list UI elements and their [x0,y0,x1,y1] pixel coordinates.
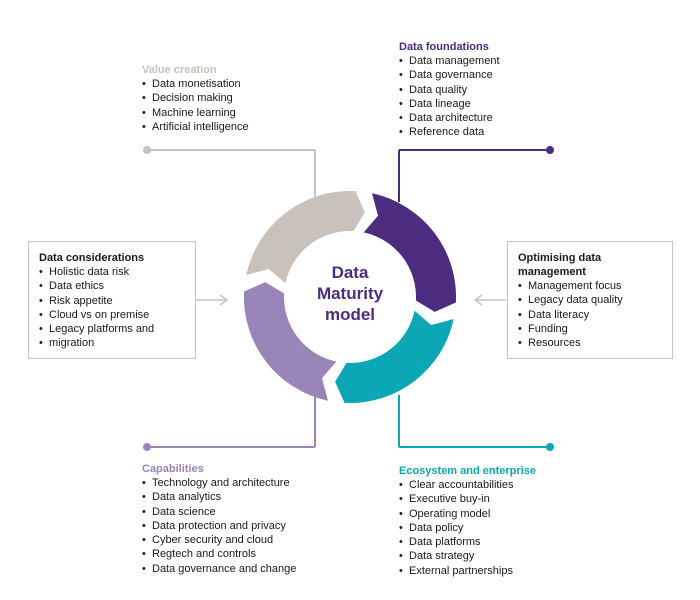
list-item: Data literacy [518,308,623,323]
list-item: Data governance and change [142,562,296,577]
list-item: Data quality [399,83,500,98]
right-arrow-icon [473,294,506,306]
optimising-data-management-section: Optimising data management Management fo… [518,251,623,351]
data-foundations-connector [398,146,554,202]
left-arrow-icon [196,294,229,306]
list-item: Cyber security and cloud [142,533,296,548]
data-considerations-title: Data considerations [39,252,145,264]
list-item: Clear accountabilities [399,478,536,493]
capabilities-segment [243,282,337,401]
list-item: Machine learning [142,106,249,121]
list-item: Funding [518,322,623,337]
list-item: Executive buy-in [399,492,536,507]
list-item: Artificial intelligence [142,120,249,135]
capabilities-title: Capabilities [142,463,204,475]
list-item: Data architecture [399,111,500,126]
ecosystem-title: Ecosystem and enterprise [399,465,536,477]
center-title-line-1: Data [331,263,369,282]
data-foundations-section: Data foundations Data management Data go… [399,40,500,140]
list-item: Data protection and privacy [142,519,296,534]
list-item: Operating model [399,507,536,522]
capabilities-connector [143,395,316,451]
ecosystem-connector [398,395,554,451]
data-considerations-section: Data considerations Holistic data risk D… [39,251,154,351]
ecosystem-section: Ecosystem and enterprise Clear accountab… [399,464,536,578]
center-title: Data Maturity model [286,262,414,325]
list-item: Data science [142,505,296,520]
list-item: Data management [399,54,500,69]
list-item: Data governance [399,68,500,83]
list-item: Data monetisation [142,77,249,92]
value-creation-segment [246,190,365,284]
list-item: Holistic data risk [39,265,154,280]
list-item: Regtech and controls [142,547,296,562]
list-item: Legacy data quality [518,293,623,308]
list-item: Management focus [518,279,623,294]
ecosystem-segment [335,310,454,404]
capabilities-section: Capabilities Technology and architecture… [142,462,296,576]
list-item: Cloud vs on premise [39,308,154,323]
list-item: Data strategy [399,549,536,564]
list-item-continuation: migration [39,336,154,351]
data-foundations-segment [363,193,457,312]
list-item: Data lineage [399,97,500,112]
list-item: Data platforms [399,535,536,550]
center-title-line-3: model [324,305,376,324]
list-item: Data ethics [39,279,154,294]
list-item: Reference data [399,125,500,140]
data-foundations-title: Data foundations [399,41,489,53]
center-title-line-2: Maturity [316,284,384,303]
list-item: Data policy [399,521,536,536]
list-item: Risk appetite [39,294,154,309]
list-item: Resources [518,336,623,351]
optimising-title-line-2: management [518,266,586,278]
list-item: Legacy platforms and [39,322,154,337]
list-item: Decision making [142,91,249,106]
optimising-title-line-1: Optimising data [518,252,602,264]
value-creation-title: Value creation [142,64,217,76]
list-item: Technology and architecture [142,476,296,491]
list-item: Data analytics [142,490,296,505]
value-creation-connector [143,146,316,202]
list-item: External partnerships [399,564,536,579]
value-creation-section: Value creation Data monetisation Decisio… [142,63,249,134]
